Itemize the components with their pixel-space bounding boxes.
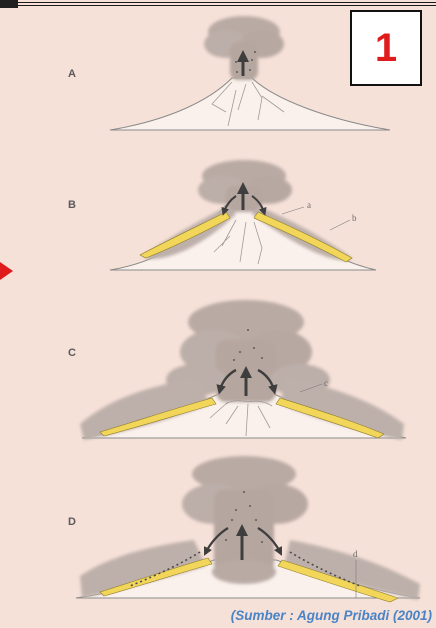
volcano-cone-a xyxy=(110,78,390,130)
figure-number-badge: 1 xyxy=(350,10,422,86)
stage-letter-a: A xyxy=(68,68,76,80)
label-a: a xyxy=(307,200,311,210)
stage-letter-b: B xyxy=(68,199,76,211)
label-d: d xyxy=(353,549,358,559)
label-b: b xyxy=(352,213,357,223)
volcano-cone-b xyxy=(110,205,376,270)
source-citation: (Sumber : Agung Pribadi (2001) xyxy=(231,608,432,623)
figure-number: 1 xyxy=(352,12,420,84)
stage-d-illustration: d xyxy=(76,456,420,602)
stage-letter-c: C xyxy=(68,347,76,359)
leader-line-b xyxy=(330,220,350,230)
pointer-arrow-icon xyxy=(0,262,13,280)
stage-letter-d: D xyxy=(68,516,76,528)
stage-b-illustration: a b xyxy=(110,160,376,270)
stage-a-illustration xyxy=(110,16,390,130)
label-c: c xyxy=(324,378,328,388)
ash-column-d xyxy=(80,456,420,600)
stage-c-illustration: c xyxy=(80,300,406,440)
leader-line-a xyxy=(282,207,304,214)
